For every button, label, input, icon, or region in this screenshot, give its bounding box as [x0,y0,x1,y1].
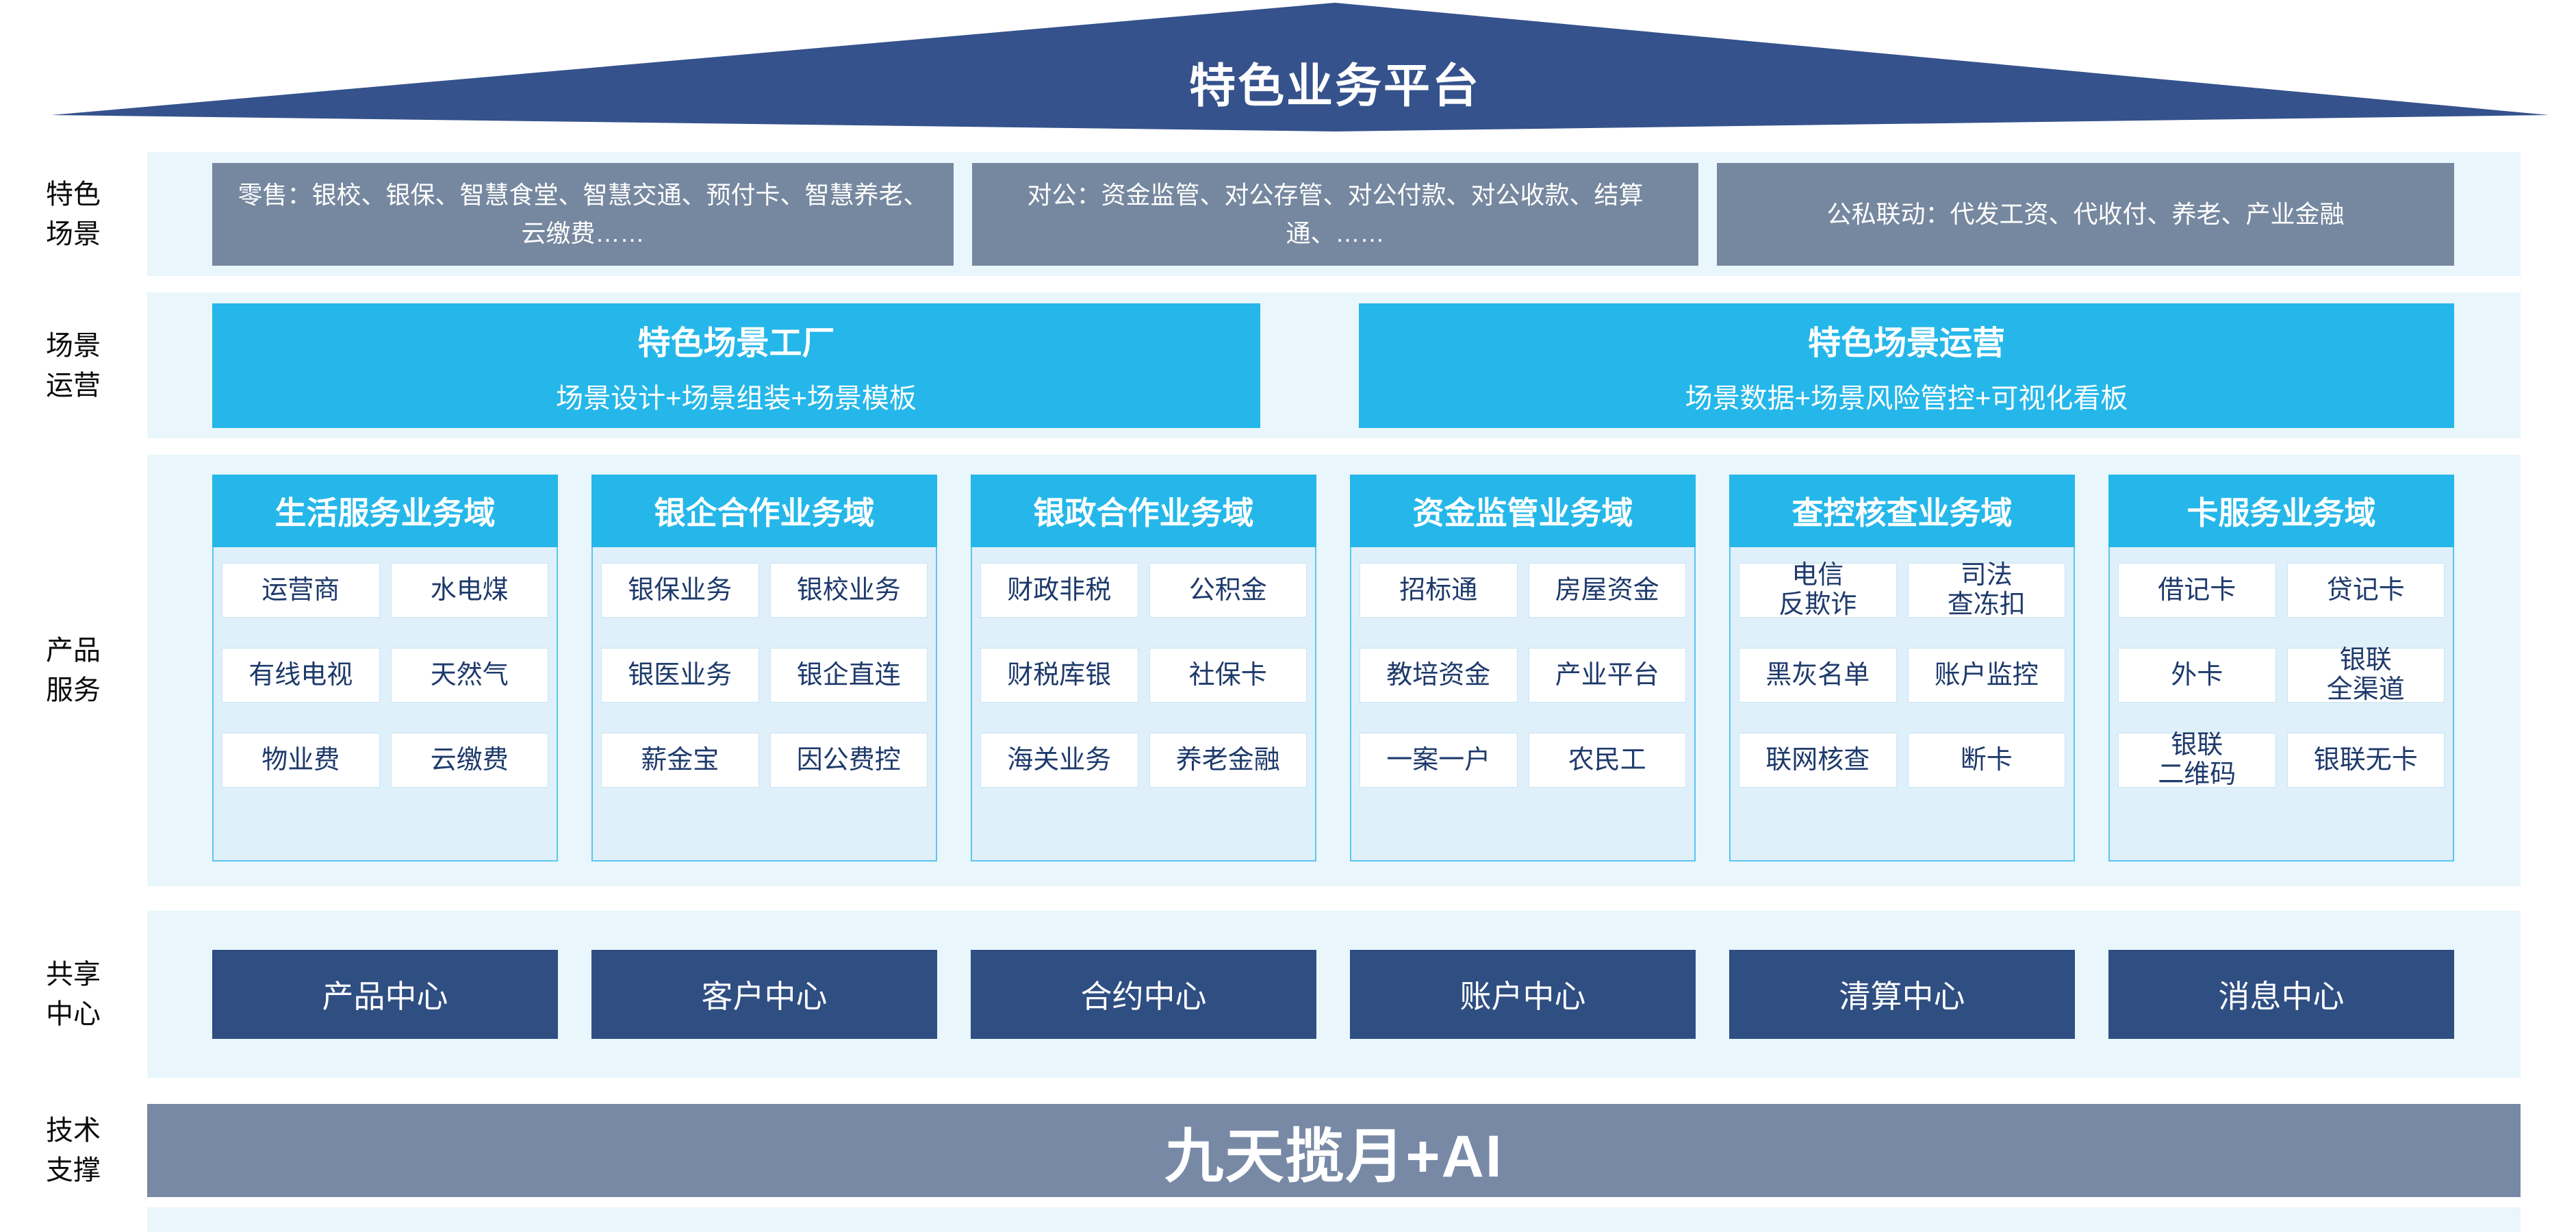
product-cell: 因公费控 [769,733,928,788]
product-cell: 银联 全渠道 [2286,646,2445,704]
products-band: 生活服务业务域 运营商 水电煤 有线电视 天然气 物业费 云缴费 银企合作业务域… [147,455,2521,886]
shared-centers-band: 产品中心 客户中心 合约中心 账户中心 清算中心 消息中心 [147,911,2521,1078]
scene-operation-box: 特色场景运营 场景数据+场景风险管控+可视化看板 [1359,303,2454,428]
product-cell: 有线电视 [222,648,380,703]
product-cell: 海关业务 [980,733,1138,788]
product-cell: 银联无卡 [2286,733,2445,788]
product-cell: 银联 二维码 [2118,731,2276,789]
product-cell: 联网核查 [1739,733,1897,788]
roof-shape [51,3,2549,131]
product-cell: 电信 反欺诈 [1739,561,1897,619]
product-cell: 教培资金 [1360,648,1518,703]
product-cell: 薪金宝 [601,733,759,788]
operations-band: 特色场景工厂 场景设计+场景组装+场景模板 特色场景运营 场景数据+场景风险管控… [147,292,2521,438]
product-cell: 司法 查冻扣 [1907,561,2065,619]
scene-factory-title: 特色场景工厂 [637,325,835,362]
product-cell: 物业费 [222,733,380,788]
domain-inquiry-control: 查控核查业务域 电信 反欺诈 司法 查冻扣 黑灰名单 账户监控 联网核查 断卡 [1729,475,2075,862]
scene-box-retail: 零售：银校、银保、智慧食堂、智慧交通、预付卡、智慧养老、云缴费…… [212,162,954,266]
product-cell: 银校业务 [769,563,928,618]
domain-body: 借记卡 贷记卡 外卡 银联 全渠道 银联 二维码 银联无卡 [2108,547,2454,862]
row-label-shared: 共享 中心 [46,959,101,1029]
product-cell: 养老金融 [1149,733,1307,788]
product-cell: 公积金 [1149,563,1307,618]
product-cell: 银企直连 [769,648,928,703]
product-cell: 水电煤 [390,563,548,618]
product-cell: 财政非税 [980,563,1138,618]
domain-header: 查控核查业务域 [1729,475,2075,547]
center-message: 消息中心 [2108,950,2454,1039]
scene-operation-title: 特色场景运营 [1807,325,2005,362]
scene-operation-subtitle: 场景数据+场景风险管控+可视化看板 [1685,383,2128,414]
domain-body: 电信 反欺诈 司法 查冻扣 黑灰名单 账户监控 联网核查 断卡 [1729,547,2075,862]
scene-box-corporate: 对公：资金监管、对公存管、对公付款、对公收款、结算通、…… [972,162,1698,266]
product-cell: 银保业务 [601,563,759,618]
product-cell: 产业平台 [1528,648,1686,703]
product-cell: 招标通 [1360,563,1518,618]
product-cell: 外卡 [2118,648,2276,703]
product-cell: 房屋资金 [1528,563,1686,618]
domain-header: 资金监管业务域 [1350,475,1696,547]
product-cell: 农民工 [1528,733,1686,788]
center-clearing: 清算中心 [1729,950,2075,1039]
product-cell: 断卡 [1907,733,2065,788]
row-label-operations: 场景 运营 [46,330,101,401]
domain-body: 银保业务 银校业务 银医业务 银企直连 薪金宝 因公费控 [591,547,937,862]
domain-header: 卡服务业务域 [2108,475,2454,547]
product-cell: 云缴费 [390,733,548,788]
tech-support-bar: 九天揽月+AI [147,1104,2521,1197]
domain-bank-enterprise: 银企合作业务域 银保业务 银校业务 银医业务 银企直连 薪金宝 因公费控 [591,475,937,862]
domain-fund-supervision: 资金监管业务域 招标通 房屋资金 教培资金 产业平台 一案一户 农民工 [1350,475,1696,862]
product-cell: 运营商 [222,563,380,618]
scenes-band: 零售：银校、银保、智慧食堂、智慧交通、预付卡、智慧养老、云缴费…… 对公：资金监… [147,152,2521,276]
scene-factory-box: 特色场景工厂 场景设计+场景组装+场景模板 [212,303,1260,428]
center-customer: 客户中心 [591,950,937,1039]
scene-box-public-private: 公私联动：代发工资、代收付、养老、产业金融 [1717,162,2454,266]
center-product: 产品中心 [212,950,558,1039]
product-cell: 账户监控 [1907,648,2065,703]
center-contract: 合约中心 [971,950,1316,1039]
product-cell: 银医业务 [601,648,759,703]
domain-body: 招标通 房屋资金 教培资金 产业平台 一案一户 农民工 [1350,547,1696,862]
domain-header: 银政合作业务域 [971,475,1316,547]
row-label-tech: 技术 支撑 [46,1116,101,1185]
domain-card-services: 卡服务业务域 借记卡 贷记卡 外卡 银联 全渠道 银联 二维码 银联无卡 [2108,475,2454,862]
domain-life-services: 生活服务业务域 运营商 水电煤 有线电视 天然气 物业费 云缴费 [212,475,558,862]
domain-body: 运营商 水电煤 有线电视 天然气 物业费 云缴费 [212,547,558,862]
domain-bank-government: 银政合作业务域 财政非税 公积金 财税库银 社保卡 海关业务 养老金融 [971,475,1316,862]
product-cell: 天然气 [390,648,548,703]
product-cell: 贷记卡 [2286,563,2445,618]
scene-factory-subtitle: 场景设计+场景组装+场景模板 [556,383,917,414]
domain-header: 生活服务业务域 [212,475,558,547]
row-label-scenes: 特色 场景 [46,179,101,249]
product-cell: 黑灰名单 [1739,648,1897,703]
bottom-strip [147,1207,2521,1232]
product-cell: 社保卡 [1149,648,1307,703]
domain-header: 银企合作业务域 [591,475,937,547]
row-label-products: 产品 服务 [46,636,101,705]
product-cell: 财税库银 [980,648,1138,703]
center-account: 账户中心 [1350,950,1696,1039]
product-cell: 一案一户 [1360,733,1518,788]
product-cell: 借记卡 [2118,563,2276,618]
platform-title: 特色业务平台 [1188,60,1481,112]
domain-body: 财政非税 公积金 财税库银 社保卡 海关业务 养老金融 [971,547,1316,862]
